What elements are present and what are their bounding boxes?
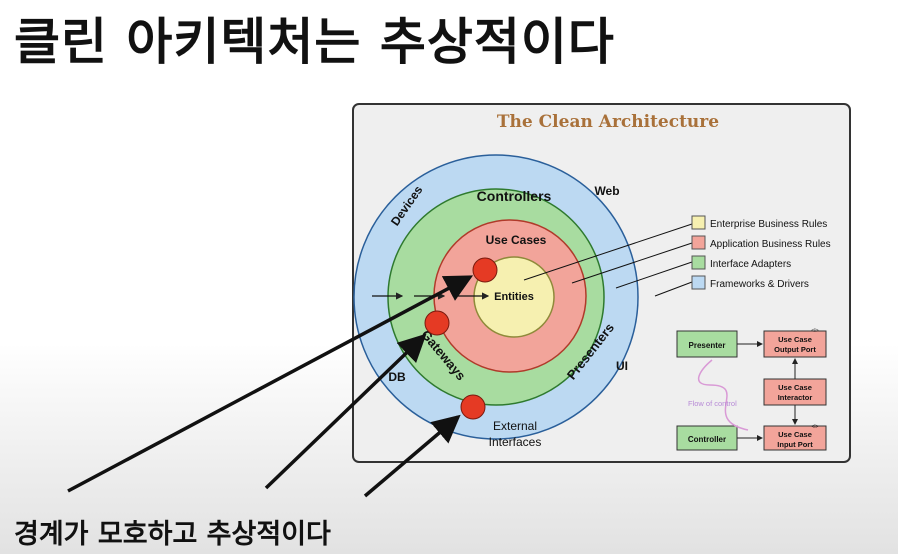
output-port-interface-mark: <I> (811, 328, 818, 334)
label-controllers: Controllers (477, 188, 552, 204)
label-web: Web (594, 184, 619, 198)
legend-label-enterprise: Enterprise Business Rules (710, 219, 827, 230)
legend-swatch-frameworks (691, 275, 706, 290)
slide-caption: 경계가 모호하고 추상적이다 (14, 519, 331, 550)
legend-pointer-usecases (571, 242, 693, 284)
output-port-box (763, 330, 827, 358)
boundary-marker-middle (424, 310, 450, 336)
controller-label: Controller (688, 435, 726, 444)
input-port-box (763, 425, 827, 451)
annotation-arrow-3 (363, 414, 461, 498)
label-external: External (493, 419, 537, 433)
presenter-label: Presenter (689, 341, 726, 350)
boundary-marker-upper (472, 257, 498, 283)
diagram-title: The Clean Architecture (497, 112, 719, 132)
legend-label-frameworks: Frameworks & Drivers (710, 279, 809, 290)
input-port-label-2: Input Port (777, 440, 813, 449)
flow-of-control-curve (697, 359, 749, 431)
legend-pointer-entities (523, 223, 693, 281)
legend-label-adapters: Interface Adapters (710, 259, 791, 270)
output-port-label-2: Output Port (774, 345, 816, 354)
presenter-box (676, 330, 738, 358)
legend-swatch-application (691, 235, 706, 250)
input-port-interface-mark: <I> (811, 424, 818, 430)
annotation-arrow-2 (264, 333, 427, 490)
output-port-label-1: Use Case (778, 335, 812, 344)
annotation-arrow-1 (67, 275, 474, 493)
slide-title: 클린 아키텍처는 추상적이다 (14, 13, 615, 71)
interactor-label-2: Interactor (778, 393, 813, 402)
legend-label-application: Application Business Rules (710, 239, 831, 250)
flow-of-control-label: Flow of control (688, 399, 737, 408)
label-db: DB (388, 370, 406, 384)
legend-pointer-frameworks (654, 281, 693, 297)
input-port-label-1: Use Case (778, 430, 812, 439)
label-ui: UI (616, 359, 628, 373)
interactor-label-1: Use Case (778, 383, 812, 392)
legend-swatch-enterprise (691, 215, 706, 230)
legend-swatch-adapters (691, 255, 706, 270)
label-interfaces: Interfaces (489, 435, 542, 449)
boundary-marker-lower (460, 394, 486, 420)
label-entities: Entities (494, 291, 534, 303)
label-use-cases: Use Cases (486, 233, 547, 247)
legend-pointer-adapters (615, 261, 693, 289)
